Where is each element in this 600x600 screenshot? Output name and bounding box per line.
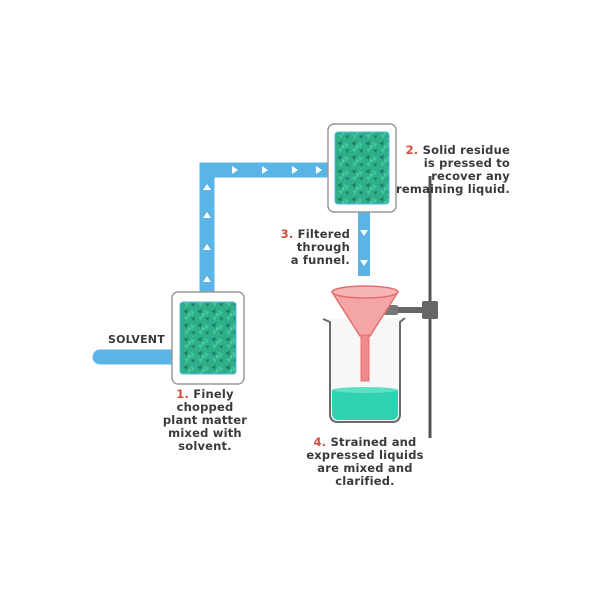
flow-arrow-icon: [360, 260, 368, 266]
step-2-line: is pressed to: [423, 156, 510, 170]
mixing-vessel: [171, 291, 245, 385]
step-1-line: solvent.: [178, 439, 232, 453]
step-1-line: Finely chopped: [176, 387, 234, 414]
step-2-line: Solid residue: [422, 143, 510, 157]
flow-arrow-icon: [232, 166, 238, 174]
funnel: [330, 285, 400, 382]
flow-arrow-icon: [292, 166, 298, 174]
step-3-number: 3.: [280, 227, 294, 241]
step-4-line: Strained and: [330, 435, 417, 449]
step-3-line: through: [296, 240, 350, 254]
step-3-line: a funnel.: [290, 253, 350, 267]
solvent-label: SOLVENT: [108, 333, 165, 346]
transfer-pipe: [199, 162, 330, 298]
flow-arrow-icon: [203, 276, 211, 282]
filtrate-pipe: [358, 212, 370, 276]
step-1-line: plant matter: [162, 413, 248, 427]
step-2-number: 2.: [405, 143, 419, 157]
step-2-line: recover any: [431, 169, 510, 183]
flow-arrow-icon: [203, 184, 211, 190]
step-4-caption: 4. Strained and expressed liquids are mi…: [300, 436, 430, 488]
lab-stand: [384, 176, 438, 438]
step-4-line: clarified.: [335, 474, 395, 488]
flow-arrow-icon: [360, 230, 368, 236]
clarified-liquid: [332, 390, 398, 420]
step-1-caption: 1. Finely chopped plant matter mixed wit…: [150, 388, 260, 453]
step-2-line: remaining liquid.: [396, 182, 510, 196]
flow-arrow-icon: [316, 166, 322, 174]
step-4-line: expressed liquids: [306, 448, 424, 462]
step-3-line: Filtered: [297, 227, 350, 241]
flow-arrow-icon: [203, 244, 211, 250]
step-1-number: 1.: [176, 387, 190, 401]
step-1-line: mixed with: [168, 426, 242, 440]
step-4-number: 4.: [313, 435, 327, 449]
press-vessel: [327, 123, 397, 213]
step-3-caption: 3. Filtered through a funnel.: [268, 228, 350, 267]
step-2-caption: 2. Solid residue is pressed to recover a…: [392, 144, 510, 196]
flow-arrow-icon: [203, 212, 211, 218]
step-4-line: are mixed and: [317, 461, 413, 475]
flow-arrow-icon: [262, 166, 268, 174]
